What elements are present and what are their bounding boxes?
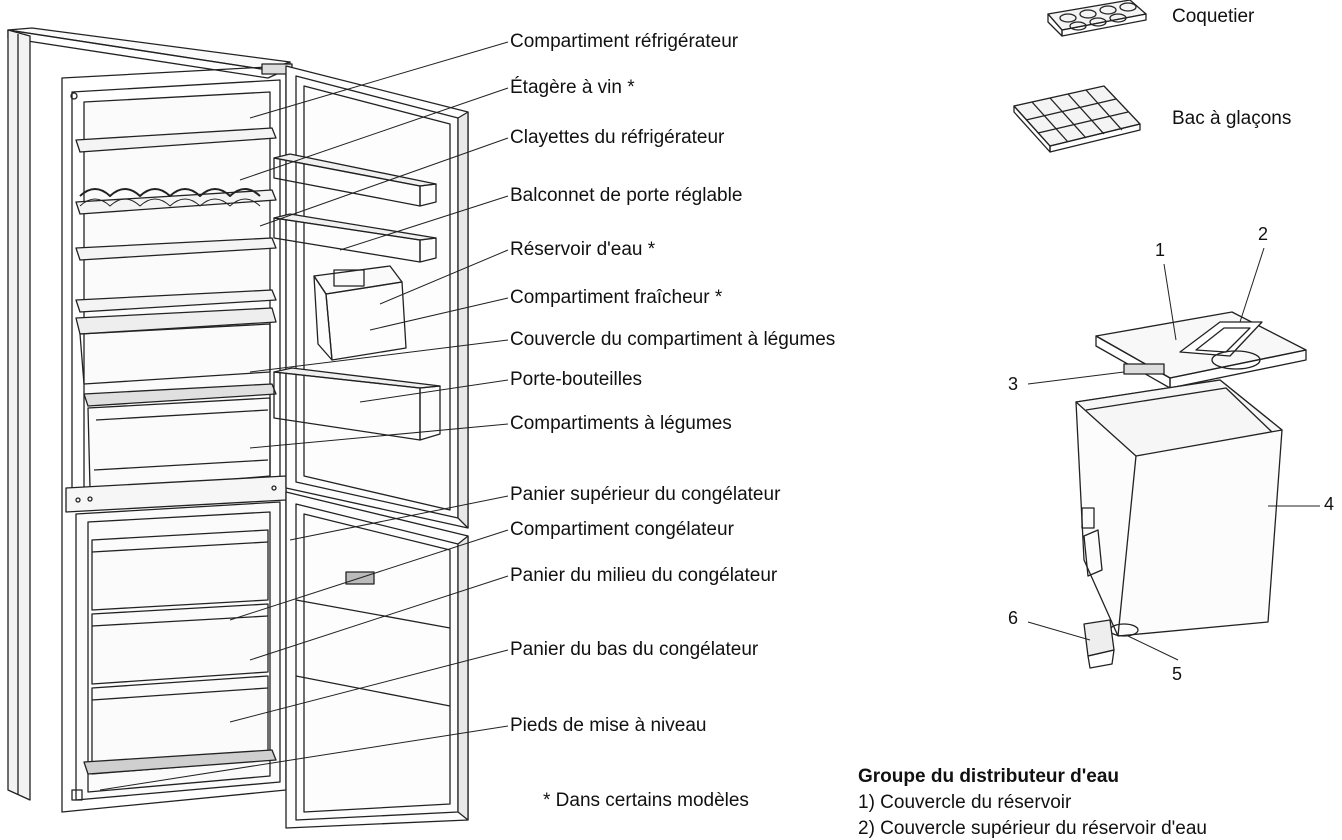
label-adjustable-door-shelf: Balconnet de porte réglable: [510, 185, 743, 206]
label-bottom-freezer-basket: Panier du bas du congélateur: [510, 639, 759, 660]
label-water-tank: Réservoir d'eau *: [510, 239, 656, 260]
label-ice-tray: Bac à glaçons: [1172, 108, 1292, 129]
leader-lines: [99, 41, 1320, 791]
footnote: * Dans certains modèles: [543, 790, 749, 811]
label-upper-freezer-basket: Panier supérieur du congélateur: [510, 484, 781, 505]
freezer-door: [285, 491, 469, 829]
water-dispenser-illustration: [1075, 311, 1307, 669]
ice-tray-illustration: [1013, 85, 1141, 153]
dispenser-legend-item-1: 1) Couvercle du réservoir: [858, 792, 1072, 813]
callout-1: 1: [1155, 240, 1166, 260]
callout-5: 5: [1172, 664, 1183, 684]
label-freshness-compartment: Compartiment fraîcheur *: [510, 287, 723, 308]
label-vegetable-drawers: Compartiments à légumes: [510, 413, 732, 434]
callout-2: 2: [1258, 224, 1269, 244]
egg-tray-illustration: [1047, 0, 1147, 37]
label-egg-tray: Coquetier: [1172, 6, 1255, 27]
label-levelling-feet: Pieds de mise à niveau: [510, 715, 707, 736]
label-wine-shelf: Étagère à vin *: [510, 77, 635, 98]
callout-3: 3: [1008, 374, 1019, 394]
label-fridge-compartment: Compartiment réfrigérateur: [510, 31, 739, 52]
dispenser-legend-title: Groupe du distributeur d'eau: [858, 766, 1120, 787]
dispenser-legend-item-2: 2) Couvercle supérieur du réservoir d'ea…: [858, 818, 1207, 839]
label-crisper-cover: Couvercle du compartiment à légumes: [510, 329, 836, 350]
label-fridge-shelves: Clayettes du réfrigérateur: [510, 127, 725, 148]
label-freezer-compartment: Compartiment congélateur: [510, 519, 734, 540]
callout-4: 4: [1324, 494, 1335, 514]
label-bottle-rack: Porte-bouteilles: [510, 369, 643, 390]
label-middle-freezer-basket: Panier du milieu du congélateur: [510, 565, 778, 586]
fridge-cabinet: [7, 27, 293, 813]
callout-6: 6: [1008, 608, 1019, 628]
